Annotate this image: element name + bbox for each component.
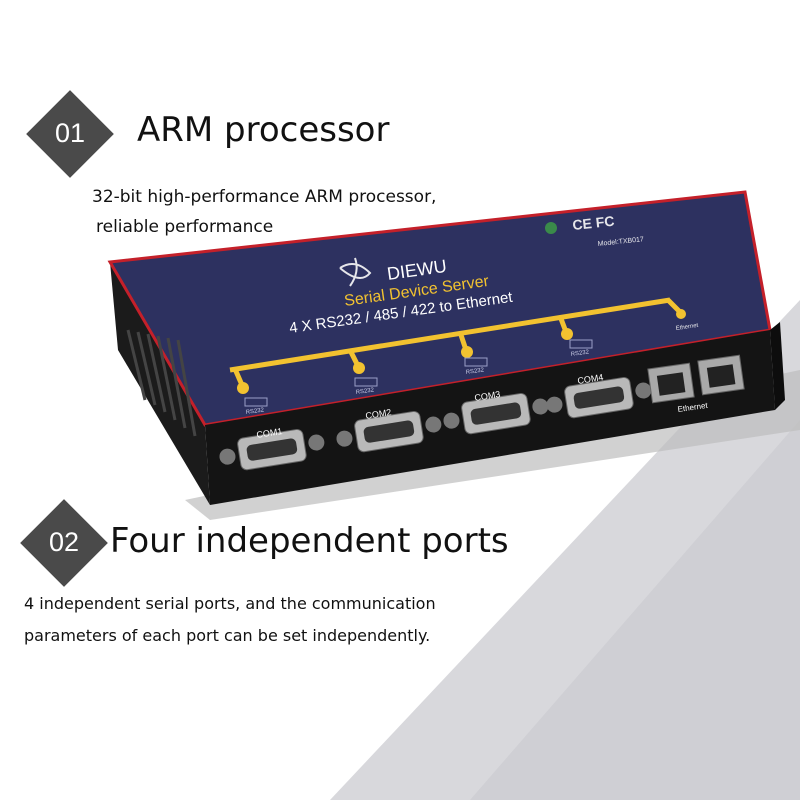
ethernet-ports <box>647 354 745 404</box>
rs-label: RS232 <box>355 387 375 396</box>
port-label-com3: COM3 <box>474 389 501 403</box>
port-label-com4: COM4 <box>577 372 604 386</box>
port-label-com2: COM2 <box>365 407 392 421</box>
feature-description-line: 32-bit high-performance ARM processor, <box>92 187 437 207</box>
badge-number: 02 <box>48 527 80 557</box>
rs-label: RS232 <box>245 407 265 416</box>
feature-title: ARM processor <box>137 110 390 150</box>
rs-label: RS232 <box>465 367 485 376</box>
feature-description-line: parameters of each port can be set indep… <box>24 626 431 645</box>
trace-line <box>229 297 671 373</box>
feature-description-line: 4 independent serial ports, and the comm… <box>24 594 436 613</box>
badge-number: 01 <box>54 118 86 148</box>
feature-description-line: reliable performance <box>96 217 274 237</box>
rs-label: RS232 <box>570 349 590 358</box>
model-number: Model:TXB017 <box>597 236 644 248</box>
cert-marks: CE FC <box>572 213 615 233</box>
diewu-logo-icon <box>339 257 372 287</box>
feature-title: Four independent ports <box>110 521 509 561</box>
com-ports <box>219 376 652 471</box>
port-label-com1: COM1 <box>256 426 283 440</box>
ethernet-label: Ethernet <box>677 401 709 414</box>
eth-small-label: Ethernet <box>675 323 699 332</box>
cert-check-icon <box>545 222 557 234</box>
